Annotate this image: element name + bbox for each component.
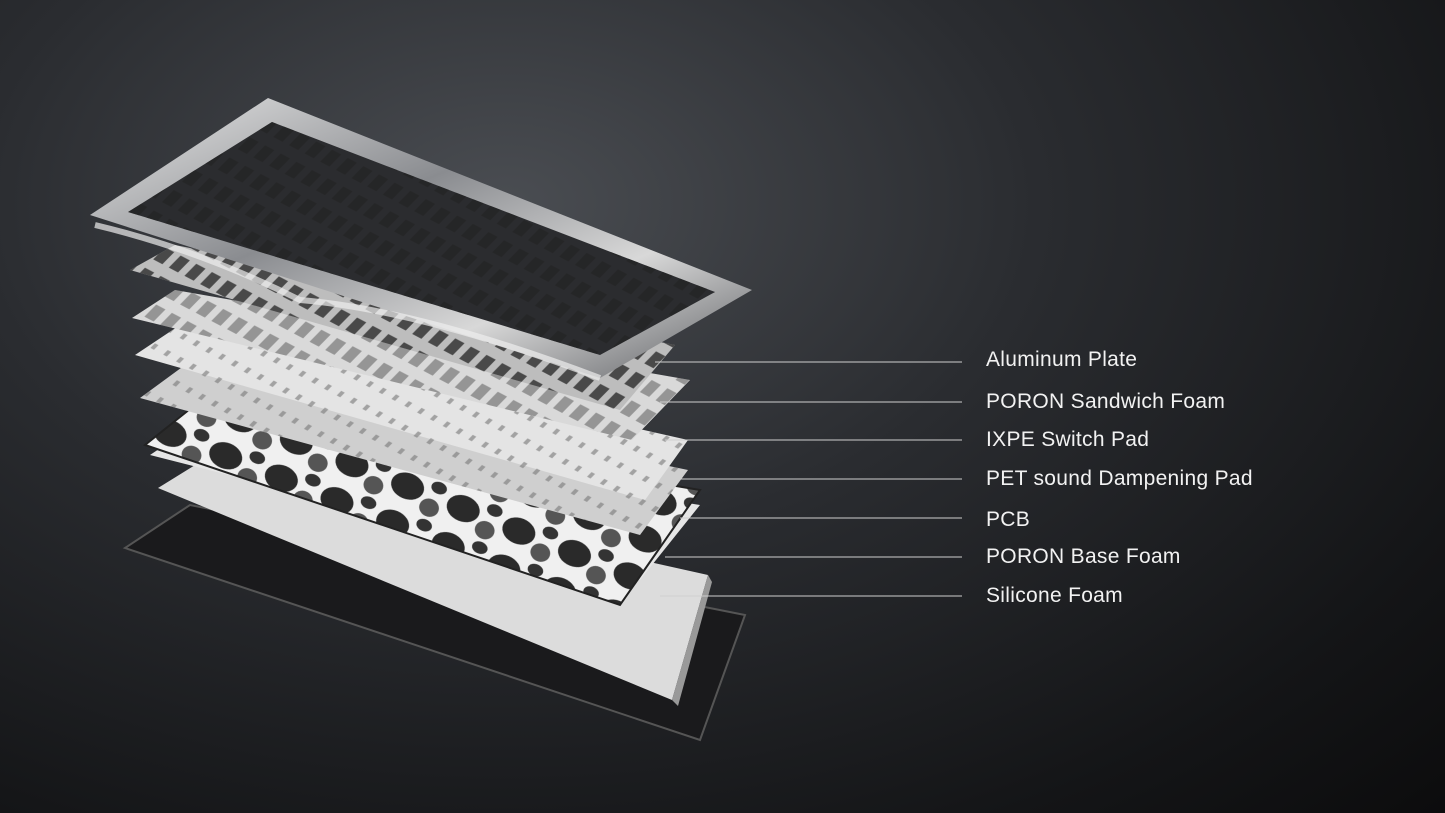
- pcb-layer: [142, 403, 702, 607]
- silicone-foam-layer: [158, 462, 712, 706]
- label-aluminum-plate: Aluminum Plate: [986, 348, 1138, 371]
- case-bottom: [122, 503, 747, 742]
- label-ixpe-switch-pad: IXPE Switch Pad: [986, 428, 1150, 451]
- label-poron-sandwich-foam: PORON Sandwich Foam: [986, 390, 1226, 413]
- pet-dampening-pad-layer: [140, 365, 688, 535]
- label-pet-dampening-pad: PET sound Dampening Pad: [986, 467, 1253, 490]
- leader-lines: [655, 361, 962, 597]
- ixpe-switch-pad-layer: [135, 325, 688, 500]
- label-silicone-foam: Silicone Foam: [986, 584, 1123, 607]
- keyboard-frame: [90, 98, 752, 381]
- label-poron-base-foam: PORON Base Foam: [986, 545, 1181, 568]
- label-pcb: PCB: [986, 508, 1031, 531]
- poron-sandwich-foam-layer: [132, 290, 690, 440]
